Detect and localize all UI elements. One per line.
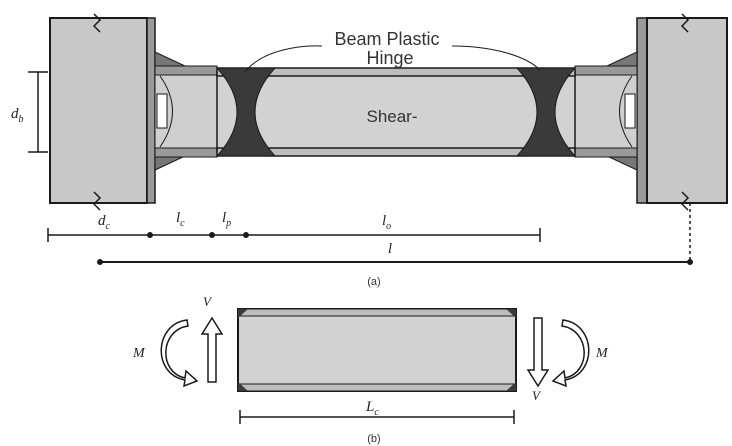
- dim-total-label: l: [388, 241, 392, 257]
- beam-depth-subscript: b: [19, 114, 24, 125]
- dim-lc-subscript: c: [180, 218, 185, 229]
- right-column: [636, 13, 728, 262]
- link-beam: [237, 308, 517, 392]
- moment-left-label: M: [132, 346, 146, 361]
- dim-lo-symbol: l: [382, 213, 386, 229]
- left-column: [49, 13, 156, 211]
- moment-right-label: M: [595, 346, 609, 361]
- part-a: Beam Plastic Hinge Shear- db dc lc: [11, 13, 728, 288]
- right-connection: [574, 51, 638, 171]
- left-connection: [154, 51, 218, 171]
- hinge-label-line2: Hinge: [366, 48, 413, 68]
- dim-lp-label: lp: [222, 210, 231, 229]
- dim-lo-label: lo: [382, 213, 391, 232]
- dim-lc-label: lc: [176, 210, 185, 229]
- hinge-callout-curve: [244, 45, 541, 73]
- shear-label: Shear-: [366, 107, 417, 126]
- caption-a: (a): [367, 276, 380, 288]
- dim-dc-subscript: c: [106, 221, 111, 232]
- total-length-dimension: l: [97, 241, 693, 265]
- shear-right-label: V: [532, 388, 542, 403]
- beam-depth-label: db: [11, 106, 24, 125]
- beam-depth-symbol: d: [11, 106, 19, 122]
- shear-arrow-down: [526, 317, 550, 388]
- dim-link-symbol: L: [365, 399, 374, 415]
- dim-link-label: Lc: [365, 399, 379, 418]
- part-b: V M V M Lc (b): [132, 294, 609, 445]
- caption-b: (b): [367, 433, 380, 445]
- shear-left-label: V: [203, 294, 213, 309]
- moment-arrow-right: [551, 319, 590, 388]
- beam-depth-dimension: db: [11, 71, 48, 153]
- plastic-hinge-left: [215, 67, 277, 157]
- plastic-hinge-right: [515, 67, 577, 157]
- dim-dc-symbol: d: [98, 213, 106, 229]
- dim-dc-label: dc: [98, 213, 111, 232]
- dimension-chain: dc lc lp lo: [47, 210, 541, 242]
- dim-lo-subscript: o: [386, 221, 391, 232]
- shear-arrow-up: [200, 316, 224, 383]
- hinge-label-line1: Beam Plastic: [334, 29, 439, 49]
- dim-lp-subscript: p: [225, 218, 231, 229]
- link-length-dimension: Lc: [239, 399, 515, 424]
- dim-link-subscript: c: [374, 407, 379, 418]
- dim-lc-symbol: l: [176, 210, 180, 226]
- beam: [216, 67, 576, 157]
- dim-lp-symbol: l: [222, 210, 226, 226]
- moment-arrow-left: [160, 319, 199, 388]
